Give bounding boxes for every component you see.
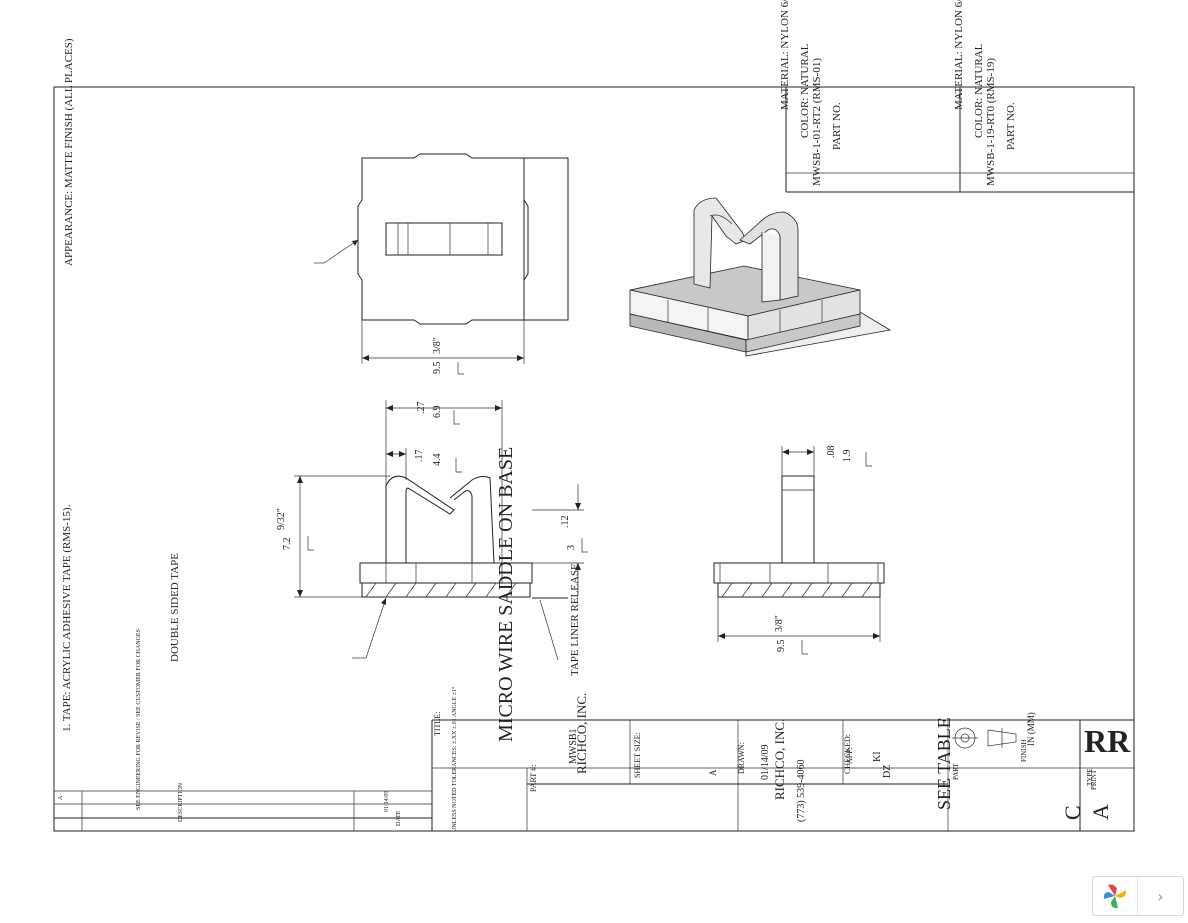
part-number: MWSB1: [568, 728, 579, 764]
slot-inner-mm: 4.4: [432, 454, 443, 467]
company-name: RICHCO, INC.: [772, 719, 787, 800]
slot-inner-in: .17: [414, 450, 425, 463]
material-label-2: MATERIAL: NYLON 6/6: [953, 0, 965, 110]
part-label: PART: [952, 762, 960, 780]
size-letter: C: [1060, 805, 1085, 820]
base-height-mm: 3: [566, 545, 577, 550]
post-width-mm: 1.9: [842, 450, 853, 463]
svg-text:RR: RR: [1084, 723, 1131, 759]
post-width-in: .08: [826, 446, 837, 459]
sheet-size-label: SHEET SIZE:: [633, 732, 642, 778]
side-view: .27 6.9 .17 4.4 9/32" 7.2 .12: [276, 400, 588, 661]
base-height-in: .12: [560, 516, 571, 529]
height-frac: 9/32": [276, 508, 287, 530]
appearance-note: APPEARANCE: MATTE FINISH (ALL PLACES): [63, 38, 75, 266]
units-label: IN (MM): [1026, 712, 1036, 746]
phone-number: (773) 539-4060: [796, 760, 807, 823]
front-view: .08 1.9 9.5 3/8": [713, 446, 885, 655]
part-no-2: MWSB-1-19-RT0 (RMS-19): [985, 58, 997, 186]
part-number-label: PART #:: [529, 765, 538, 792]
part-no-label-2: PART NO.: [1005, 102, 1017, 150]
rev-date: 01/14/09: [384, 791, 390, 812]
drawn-date: 01/14/09: [760, 744, 771, 780]
material-table: MATERIAL: NYLON 6/6 COLOR: NATURAL MWSB-…: [779, 0, 1134, 193]
viewer-logo-icon[interactable]: [1093, 877, 1138, 915]
projection-cone-icon: [987, 729, 1017, 747]
checked-label: CHECKED:: [843, 734, 852, 774]
print-label: PRINT: [1090, 769, 1098, 790]
slot-outer-mm: 6.9: [432, 406, 443, 419]
drawing-border: [53, 86, 1135, 832]
front-width-frac: 3/8": [774, 615, 785, 632]
tolerance-block: UNLESS NOTED TOLERANCES: ±.XX ±.01 ANGLE…: [451, 686, 458, 832]
viewer-widget: ›: [1092, 876, 1184, 916]
top-view: 9.5 3/8": [314, 153, 569, 375]
checked-by: DZ: [882, 765, 893, 778]
revision-note: SEE ENGINEERING FOR REVISE / SEE CUSTOME…: [136, 629, 142, 810]
scale-value: SEE TABLE: [934, 717, 954, 810]
rev-description-header: DESCRIPTION: [178, 782, 184, 822]
type-label: TYPE: [1086, 769, 1094, 787]
isometric-view: [629, 197, 892, 357]
double-sided-tape-label: DOUBLE SIDED TAPE: [169, 553, 181, 662]
part-no-1: MWSB-1-01-RT2 (RMS-01): [811, 58, 823, 186]
company-name-small: RICHCO, INC.: [574, 693, 589, 774]
title-block: TITLE: MICRO WIRE SADDLE ON BASE UNLESS …: [431, 447, 1134, 832]
material-label-1: MATERIAL: NYLON 6/6: [779, 0, 791, 110]
color-label-1: COLOR: NATURAL: [799, 43, 811, 138]
color-label-2: COLOR: NATURAL: [973, 43, 985, 138]
drawing-title: MICRO WIRE SADDLE ON BASE: [495, 447, 517, 742]
tape-liner-label: TAPE LINER RELEASE: [569, 563, 581, 676]
sheet-size: A: [708, 769, 718, 776]
approved-label: APP:: [845, 747, 854, 764]
front-width-mm: 9.5: [776, 640, 787, 653]
top-width-frac: 3/8": [432, 337, 443, 354]
rev-number: A: [58, 795, 64, 800]
finish-label: FINISH: [1020, 739, 1028, 762]
part-no-label-1: PART NO.: [831, 102, 843, 150]
drawn-label: DRAWN:: [737, 742, 746, 774]
top-width-mm: 9.5: [432, 362, 443, 375]
slot-outer-in: .27: [416, 402, 427, 415]
title-label: TITLE:: [433, 712, 442, 736]
tape-note: 1. TAPE: ACRYLIC ADHESIVE TAPE (RMS-15).: [61, 504, 73, 732]
rev-date-header: DATE: [396, 810, 402, 826]
revision-table: SEE ENGINEERING FOR REVISE / SEE CUSTOME…: [54, 629, 432, 831]
approved-by: KI: [872, 751, 883, 762]
chevron-right-icon[interactable]: ›: [1157, 886, 1164, 906]
richco-logo: RR: [1084, 723, 1131, 759]
height-mm: 7.2: [282, 538, 293, 551]
rev-letter: A: [1088, 804, 1113, 820]
